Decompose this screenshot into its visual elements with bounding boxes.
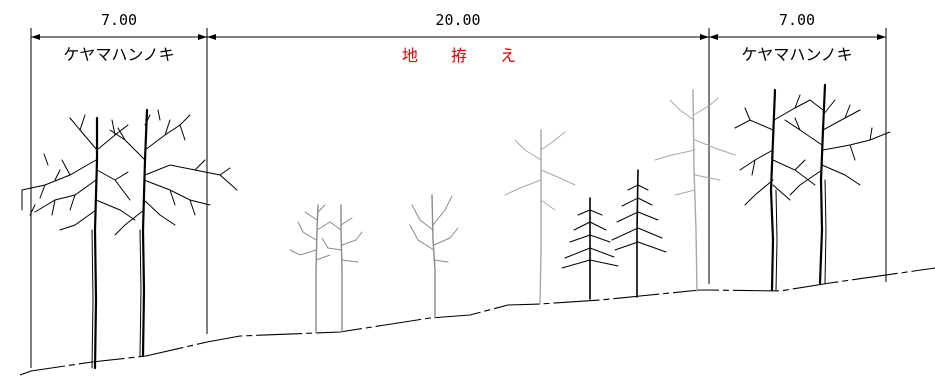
young-conifer-2 — [611, 169, 667, 298]
zone-label-right: ケヤマハンノキ — [741, 45, 852, 64]
zone-label-center: 地 拵 え — [402, 46, 530, 65]
young-tree-1 — [289, 204, 331, 334]
zone-label-left: ケヤマハンノキ — [63, 45, 174, 64]
ground-line — [19, 267, 935, 376]
young-conifer-1 — [561, 197, 619, 300]
young-tree-4 — [504, 129, 576, 305]
young-tree-5 — [654, 89, 736, 292]
dimension-line — [31, 34, 886, 40]
mature-tree-left-2 — [109, 108, 238, 358]
young-tree-2 — [321, 204, 363, 333]
dimension-right: 7.00 — [779, 11, 815, 29]
dimension-left: 7.00 — [101, 11, 137, 29]
mature-tree-right-2 — [784, 83, 891, 285]
mature-tree-right-1 — [734, 88, 816, 292]
young-tree-3 — [409, 194, 459, 319]
mature-tree-left-1 — [21, 114, 136, 370]
extension-lines — [30, 28, 887, 368]
dimension-center: 20.00 — [435, 11, 480, 29]
